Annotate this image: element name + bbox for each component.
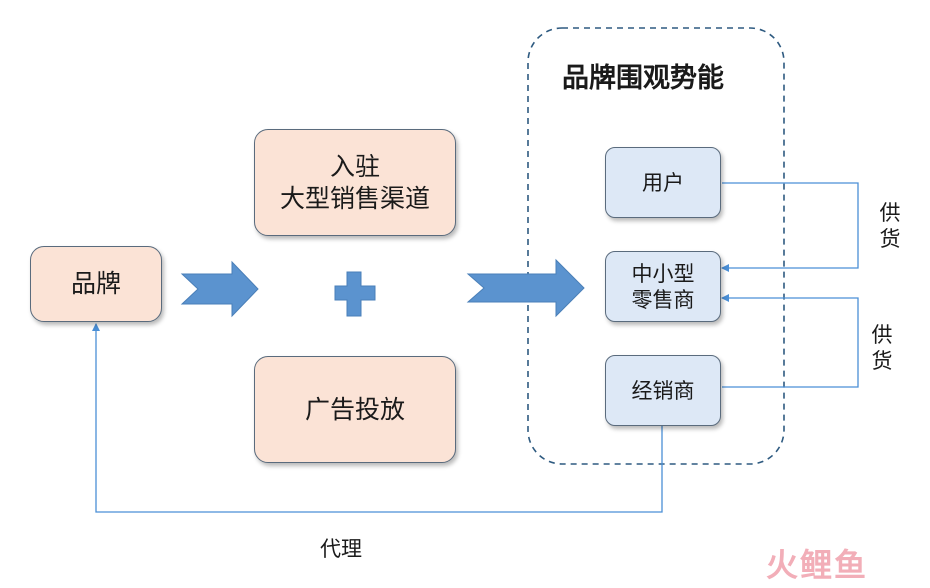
supply-label-bottom: 供货	[871, 323, 893, 373]
agent-label: 代理	[320, 537, 362, 561]
settle-channel-box: 入驻 大型销售渠道	[254, 129, 456, 236]
agent-connector	[92, 323, 663, 513]
flow-arrow-left	[180, 260, 259, 318]
settle-label-line1: 入驻	[329, 151, 380, 181]
retailer-label-line1: 中小型	[631, 261, 695, 286]
brand-label: 品牌	[70, 269, 121, 298]
retailer-box: 中小型 零售商	[605, 251, 721, 322]
supply-label-top: 供货	[879, 201, 901, 251]
watermark-logo: 火鲤鱼	[766, 546, 869, 584]
dealer-box: 经销商	[605, 355, 721, 426]
user-label: 用户	[642, 170, 684, 195]
group-title: 品牌围观势能	[562, 63, 724, 94]
ads-box: 广告投放	[254, 356, 456, 463]
retailer-label-line2: 零售商	[631, 287, 695, 312]
supply-connector-top	[721, 182, 859, 272]
supply-connector-bottom	[721, 294, 859, 388]
group-dashed-border	[527, 27, 785, 465]
ads-label: 广告投放	[304, 394, 405, 424]
plus-icon	[334, 271, 376, 317]
brand-box: 品牌	[30, 246, 162, 322]
flow-arrow-right	[466, 258, 585, 318]
dealer-label: 经销商	[631, 378, 695, 403]
user-box: 用户	[605, 147, 721, 218]
settle-label-line2: 大型销售渠道	[279, 183, 430, 213]
